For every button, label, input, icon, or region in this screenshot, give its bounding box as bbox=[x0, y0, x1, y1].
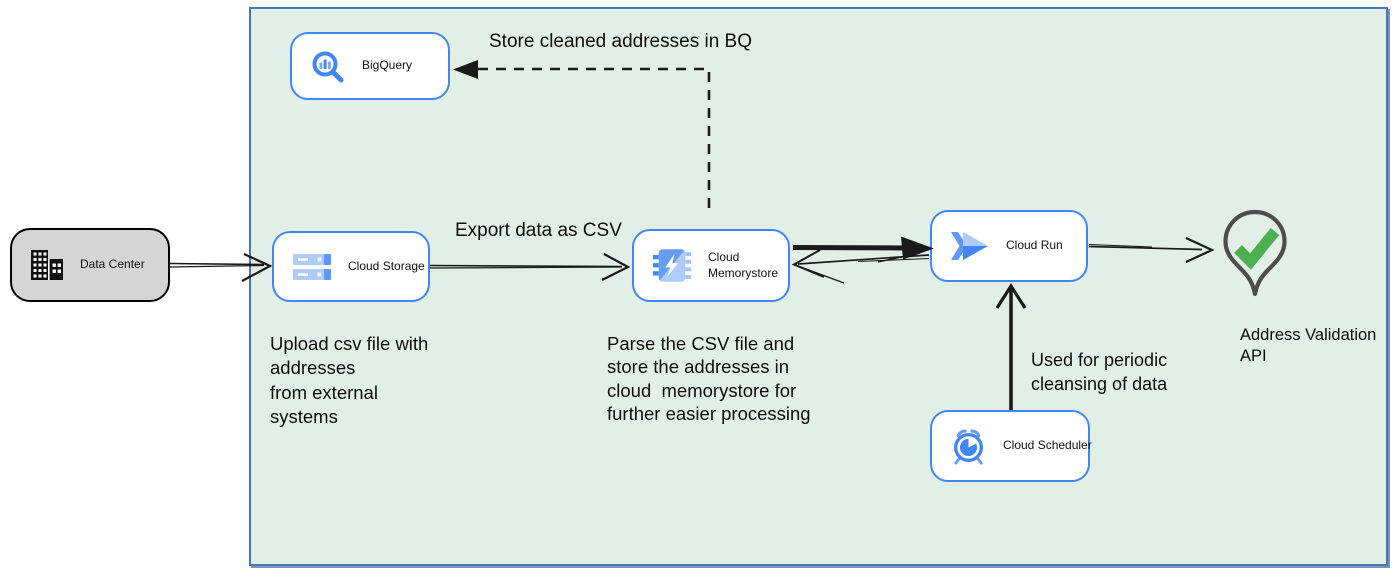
node-address-validation-api[interactable] bbox=[1222, 209, 1288, 310]
node-bigquery[interactable]: BigQuery bbox=[290, 32, 450, 100]
note-parse-csv: Parse the CSV file and store the address… bbox=[607, 333, 811, 424]
node-cloud-run[interactable]: Cloud Run bbox=[930, 210, 1088, 282]
cloud-scheduler-icon bbox=[950, 428, 987, 465]
note-upload-csv: Upload csv file with addresses from exte… bbox=[270, 333, 429, 428]
note-periodic-cleansing: Used for periodic cleansing of data bbox=[1031, 350, 1168, 394]
note-store-cleaned-addresses: Store cleaned addresses in BQ bbox=[489, 31, 752, 52]
gcp-boundary-box bbox=[249, 7, 1388, 566]
cloud-storage-icon bbox=[292, 252, 332, 282]
bigquery-icon bbox=[310, 49, 346, 83]
address-validation-api-label: Address Validation API bbox=[1240, 326, 1377, 366]
memorystore-icon bbox=[652, 247, 692, 284]
node-label: Cloud Scheduler bbox=[1003, 438, 1092, 453]
node-label: Cloud Run bbox=[1006, 238, 1063, 253]
node-cloud-storage[interactable]: Cloud Storage bbox=[272, 231, 430, 302]
node-label: Data Center bbox=[80, 257, 145, 272]
node-data-center[interactable]: Data Center bbox=[10, 228, 170, 302]
node-label: BigQuery bbox=[362, 58, 413, 73]
node-label: Cloud Storage bbox=[348, 258, 425, 273]
location-pin-check-icon bbox=[1222, 209, 1288, 309]
node-cloud-scheduler[interactable]: Cloud Scheduler bbox=[930, 410, 1092, 482]
node-cloud-memorystore[interactable]: Cloud Memorystore bbox=[632, 229, 790, 302]
note-export-data-csv: Export data as CSV bbox=[455, 220, 622, 241]
building-icon bbox=[30, 249, 64, 281]
node-label: Cloud Memorystore bbox=[708, 249, 779, 280]
cloud-run-icon bbox=[950, 231, 990, 261]
